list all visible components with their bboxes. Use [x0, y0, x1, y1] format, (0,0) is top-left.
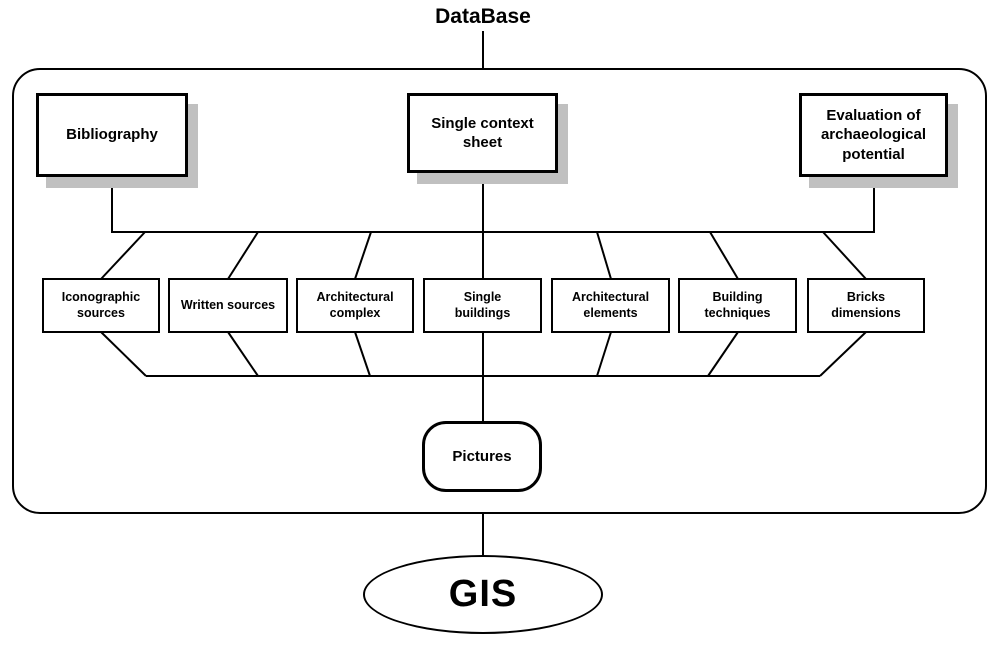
node-bricks-dimensions: Bricks dimensions: [807, 278, 925, 333]
upper-branch-written-sources: [227, 231, 259, 280]
node-single-context-sheet-label: Single context sheet: [431, 114, 534, 152]
upper-branch-iconographic-sources: [100, 231, 146, 280]
node-gis: GIS: [363, 555, 603, 634]
node-bibliography: Bibliography: [36, 93, 188, 177]
lower-branch-iconographic-sources: [100, 331, 147, 377]
upper-branch-building-techniques: [709, 231, 739, 280]
node-evaluation-archaeological-potential: Evaluation of archaeological potential: [799, 93, 948, 177]
node-single-buildings: Single buildings: [423, 278, 542, 333]
node-architectural-complex: Architectural complex: [296, 278, 414, 333]
node-architectural-elements: Architectural elements: [551, 278, 670, 333]
diagram-title: DataBase: [435, 5, 531, 28]
node-architectural-complex-label: Architectural complex: [316, 289, 394, 320]
node-gis-label: GIS: [448, 573, 518, 615]
lower-branch-architectural-elements: [596, 331, 612, 377]
node-architectural-elements-label: Architectural elements: [571, 289, 650, 320]
node-iconographic-sources-label: Iconographic sources: [61, 289, 141, 320]
node-evaluation-archaeological-potential-label: Evaluation of archaeological potential: [820, 106, 927, 163]
upper-branch-bricks-dimensions: [822, 231, 867, 280]
lower-branch-architectural-complex: [354, 331, 371, 377]
lower-branch-building-techniques: [707, 331, 739, 377]
node-written-sources-label: Written sources: [180, 297, 276, 312]
node-iconographic-sources: Iconographic sources: [42, 278, 160, 333]
node-single-buildings-label: Single buildings: [454, 289, 511, 320]
upper-branch-architectural-complex: [354, 231, 372, 280]
node-bricks-dimensions-label: Bricks dimensions: [831, 289, 901, 320]
database-container: [12, 68, 987, 514]
lower-branch-bricks-dimensions: [819, 331, 867, 377]
node-written-sources: Written sources: [168, 278, 288, 333]
node-single-context-sheet: Single context sheet: [407, 93, 558, 173]
node-pictures-label: Pictures: [452, 448, 512, 465]
node-bibliography-label: Bibliography: [66, 126, 158, 144]
node-pictures: Pictures: [422, 421, 542, 492]
upper-branch-architectural-elements: [596, 231, 612, 280]
lower-branch-written-sources: [227, 331, 259, 377]
node-building-techniques: Building techniques: [678, 278, 797, 333]
node-building-techniques-label: Building techniques: [704, 289, 771, 320]
